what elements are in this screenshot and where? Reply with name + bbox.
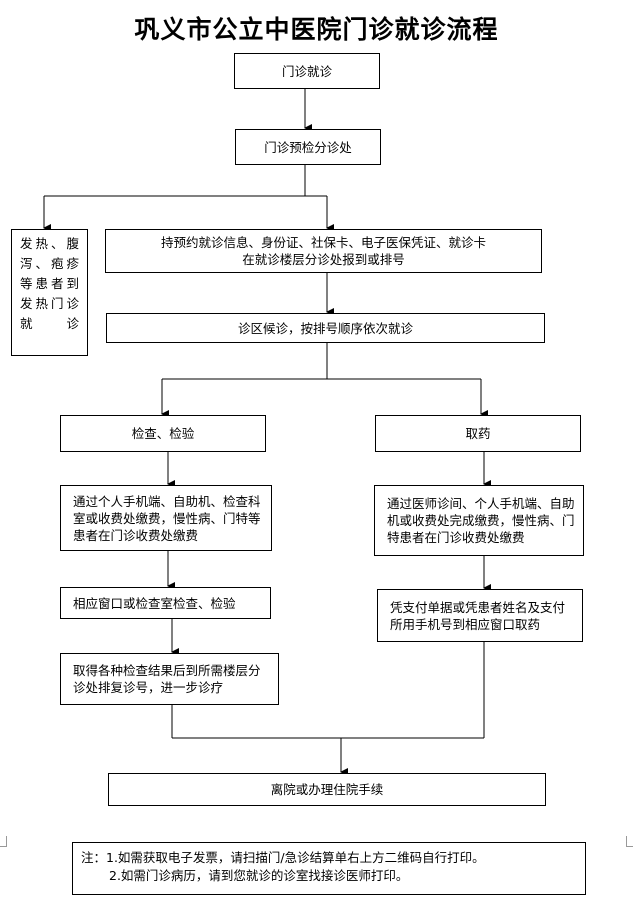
step-medicine-pickup-label: 凭支付单据或凭患者姓名及支付所用手机号到相应窗口取药 [390,599,566,632]
step-exam-perform: 相应窗口或检查室检查、检验 [60,587,271,619]
step-exam-result: 取得各种检查结果后到所需楼层分诊处排复诊号，进一步诊疗 [60,653,279,705]
step-check-in-line1: 持预约就诊信息、身份证、社保卡、电子医保凭证、就诊卡 [160,235,486,250]
step-waiting: 诊区候诊，按排号顺序依次就诊 [106,313,545,343]
step-medicine-label: 取药 [465,426,491,441]
step-triage-desk-label: 门诊预检分诊处 [264,139,352,155]
step-exam-payment: 通过个人手机端、自助机、检查科室或收费处缴费，慢性病、门特等患者在门诊收费处缴费 [60,485,272,551]
page-title: 巩义市公立中医院门诊就诊流程 [134,15,499,44]
step-fever-clinic-label: 发热、腹泻、疱疹等患者到发热门诊就诊 [20,236,79,331]
step-check-in: 持预约就诊信息、身份证、社保卡、电子医保凭证、就诊卡 在就诊楼层分诊处报到或排号 [105,229,542,273]
step-outpatient-visit-label: 门诊就诊 [281,63,332,79]
page-corner-mark-left [0,836,7,847]
step-exam-result-label: 取得各种检查结果后到所需楼层分诊处排复诊号，进一步诊疗 [73,663,261,695]
step-medicine: 取药 [375,415,581,452]
footnote-line1: 注：1.如需获取电子发票，请扫描门/急诊结算单右上方二维码自行打印。 [81,850,485,865]
step-exam: 检查、检验 [60,415,266,452]
step-medicine-payment-label: 通过医师诊间、个人手机端、自助机或收费处完成缴费，慢性病、门特患者在门诊收费处缴… [387,496,575,545]
step-exam-perform-label: 相应窗口或检查室检查、检验 [73,595,236,611]
step-outpatient-visit: 门诊就诊 [234,53,380,89]
footnote-line2: 2.如需门诊病历，请到您就诊的诊室找接诊医师打印。 [109,868,409,883]
step-check-in-line2: 在就诊楼层分诊处报到或排号 [242,252,405,267]
step-exam-payment-label: 通过个人手机端、自助机、检查科室或收费处缴费，慢性病、门特等患者在门诊收费处缴费 [73,493,261,543]
page-corner-mark-right [626,836,633,847]
step-fever-clinic: 发热、腹泻、疱疹等患者到发热门诊就诊 [11,229,88,356]
footnote: 注：1.如需获取电子发票，请扫描门/急诊结算单右上方二维码自行打印。 2.如需门… [72,842,586,895]
step-discharge-label: 离院或办理住院手续 [270,782,384,797]
step-waiting-label: 诊区候诊，按排号顺序依次就诊 [237,320,413,336]
step-medicine-payment: 通过医师诊间、个人手机端、自助机或收费处完成缴费，慢性病、门特患者在门诊收费处缴… [374,485,584,556]
step-medicine-pickup: 凭支付单据或凭患者姓名及支付所用手机号到相应窗口取药 [377,589,583,642]
step-exam-label: 检查、检验 [131,426,195,441]
step-discharge: 离院或办理住院手续 [108,773,546,806]
step-triage-desk: 门诊预检分诊处 [235,129,381,165]
